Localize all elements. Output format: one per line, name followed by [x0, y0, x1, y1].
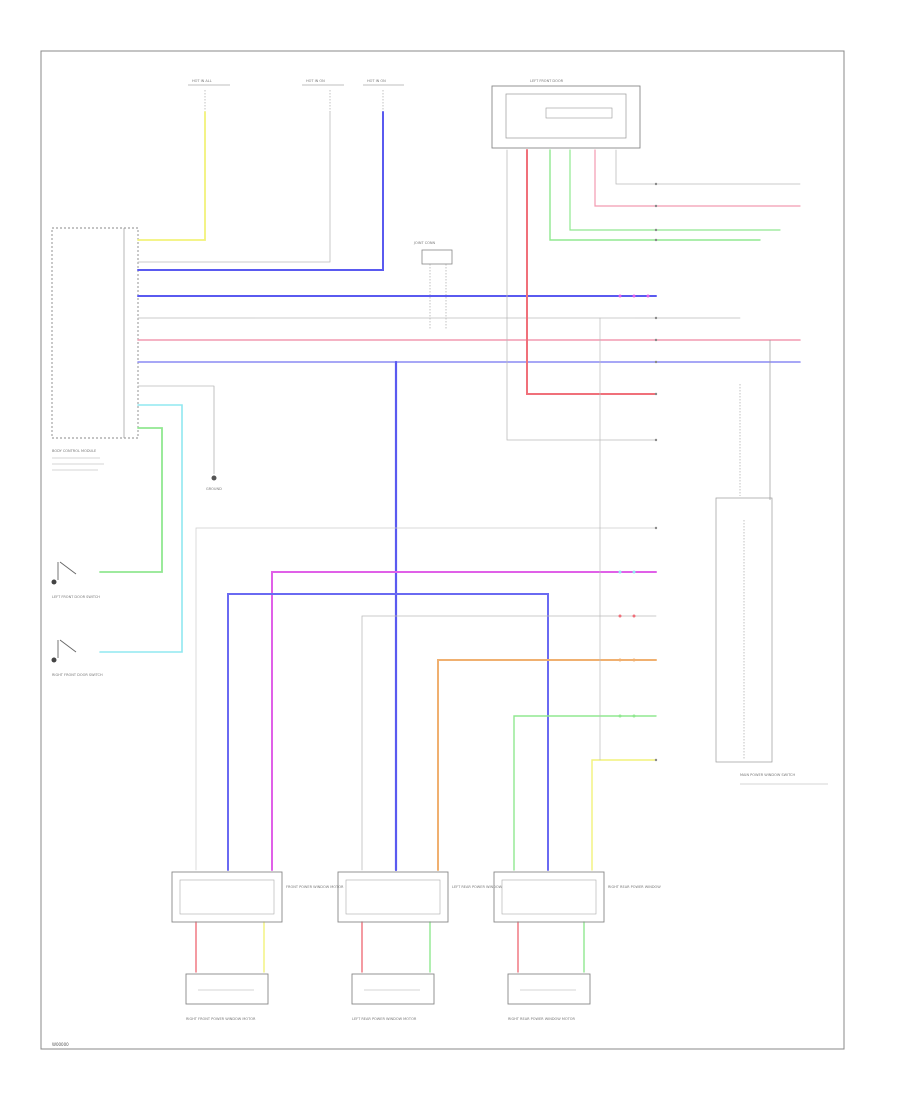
wire-green-drop [549, 149, 761, 241]
svg-text:RIGHT REAR POWER WINDOW: RIGHT REAR POWER WINDOW [608, 885, 661, 889]
wire-red-drop [526, 149, 657, 395]
wire-blue-ign [137, 111, 384, 271]
footer-code: W00000 [52, 1042, 69, 1047]
wire-gray-drop [615, 149, 801, 185]
svg-text:RIGHT FRONT POWER WINDOW MOTOR: RIGHT FRONT POWER WINDOW MOTOR [186, 1017, 256, 1021]
wire-gray-ign [137, 111, 331, 263]
left-front-door-switch: LEFT FRONT DOOR SWITCH [51, 561, 100, 599]
wire-green2-drop [569, 149, 781, 231]
wire-gray-branch [361, 615, 657, 871]
svg-text:RIGHT FRONT DOOR SWITCH: RIGHT FRONT DOOR SWITCH [52, 673, 103, 677]
wire-blue-right [227, 593, 549, 871]
window-module-1: FRONT POWER WINDOW MOTOR [171, 871, 344, 923]
wire-magenta [271, 571, 657, 871]
wire-cyan [99, 404, 183, 653]
window-module-3: RIGHT REAR POWER WINDOW [493, 871, 661, 923]
wire-yellow-branch [591, 759, 657, 871]
wire-gray-upper [195, 527, 657, 871]
wire-pink-drop [594, 149, 801, 207]
svg-text:HOT IN ON: HOT IN ON [306, 79, 325, 83]
ignition-relay-2: HOT IN ON [363, 79, 404, 112]
svg-text:LEFT FRONT DOOR: LEFT FRONT DOOR [530, 79, 564, 83]
door-connector-box: LEFT FRONT DOOR [491, 79, 641, 149]
svg-text:FRONT POWER WINDOW MOTOR: FRONT POWER WINDOW MOTOR [286, 885, 344, 889]
joint-connector: JOINT CONN [413, 241, 453, 330]
wire-end-markers [654, 182, 658, 762]
window-motor-2: LEFT REAR POWER WINDOW MOTOR [351, 973, 435, 1021]
svg-text:LEFT FRONT DOOR SWITCH: LEFT FRONT DOOR SWITCH [52, 595, 100, 599]
ground-symbol: GROUND [206, 386, 222, 491]
wire-yellow-fuse [137, 111, 206, 241]
wire-gray-drop2 [506, 149, 657, 441]
svg-text:GROUND: GROUND [206, 487, 222, 491]
diagram-frame [40, 50, 845, 1050]
window-module-2: LEFT REAR POWER WINDOW [337, 871, 503, 923]
window-motor-1: RIGHT FRONT POWER WINDOW MOTOR [185, 973, 269, 1021]
svg-text:HOT IN ALL: HOT IN ALL [192, 79, 212, 83]
wire-green-branch [513, 715, 657, 871]
wires-layer [99, 111, 801, 973]
wire-orange [437, 659, 657, 871]
fuse-box: HOT IN ALL [188, 79, 230, 112]
svg-text:JOINT CONN: JOINT CONN [413, 241, 436, 245]
svg-text:BODY CONTROL MODULE: BODY CONTROL MODULE [52, 449, 96, 453]
svg-text:HOT IN ON: HOT IN ON [367, 79, 386, 83]
bcm-block: BODY CONTROL MODULE [51, 227, 139, 471]
terminal-markers [618, 294, 650, 718]
svg-text:LEFT REAR POWER WINDOW: LEFT REAR POWER WINDOW [452, 885, 503, 889]
right-front-door-switch: RIGHT FRONT DOOR SWITCH [51, 639, 103, 677]
ignition-relay-1: HOT IN ON [302, 79, 344, 112]
main-power-window-switch: MAIN POWER WINDOW SWITCH [715, 340, 828, 785]
wire-green [99, 427, 163, 573]
svg-text:RIGHT REAR POWER WINDOW MOTOR: RIGHT REAR POWER WINDOW MOTOR [508, 1017, 576, 1021]
window-motor-3: RIGHT REAR POWER WINDOW MOTOR [507, 973, 591, 1021]
svg-text:MAIN POWER WINDOW SWITCH: MAIN POWER WINDOW SWITCH [740, 773, 795, 777]
svg-text:LEFT REAR POWER WINDOW MOTOR: LEFT REAR POWER WINDOW MOTOR [352, 1017, 417, 1021]
